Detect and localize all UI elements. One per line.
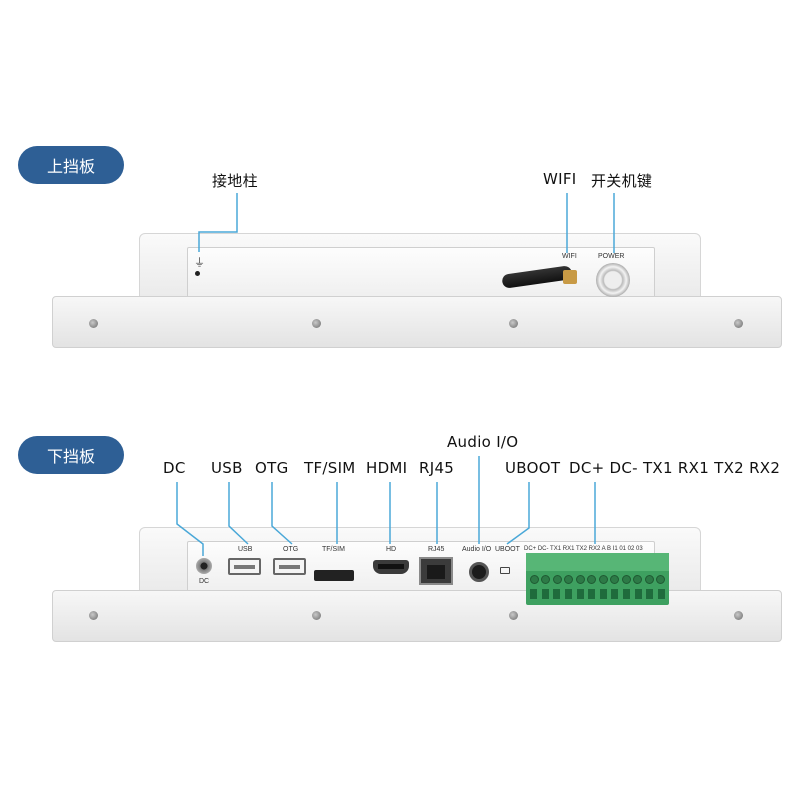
tf-sim-slot[interactable] bbox=[314, 570, 354, 581]
power-button[interactable] bbox=[596, 263, 630, 297]
section-label-bottom-panel: 下挡板 bbox=[18, 436, 124, 474]
line-dc bbox=[176, 482, 204, 556]
screw bbox=[89, 319, 98, 328]
line-uboot bbox=[506, 482, 530, 545]
screw bbox=[509, 319, 518, 328]
screw bbox=[734, 319, 743, 328]
callout-usb: USB bbox=[211, 459, 243, 477]
port-label-uboot: UBOOT bbox=[495, 546, 520, 553]
screw bbox=[734, 611, 743, 620]
port-label-wifi: WIFI bbox=[562, 253, 577, 260]
port-label-otg: OTG bbox=[283, 546, 299, 553]
port-label-tfsim: TF/SIM bbox=[322, 546, 345, 553]
callout-hdmi: HDMI bbox=[366, 459, 408, 477]
screw bbox=[312, 611, 321, 620]
wifi-antenna-connector bbox=[563, 270, 577, 284]
callout-ground: 接地柱 bbox=[212, 172, 258, 190]
port-label-dc: DC bbox=[199, 578, 210, 585]
usb-port[interactable] bbox=[228, 558, 261, 575]
port-label-hd: HD bbox=[386, 546, 397, 553]
line-ground bbox=[198, 193, 238, 252]
ground-icon: ⏚ bbox=[194, 256, 205, 269]
callout-tfsim: TF/SIM bbox=[304, 459, 356, 477]
terminal-screws bbox=[530, 575, 665, 584]
callout-uboot: UBOOT bbox=[505, 459, 561, 477]
screw bbox=[312, 319, 321, 328]
port-label-power: POWER bbox=[598, 253, 625, 260]
callout-terminal: DC+ DC- TX1 RX1 TX2 RX2 bbox=[569, 459, 781, 477]
uboot-button[interactable] bbox=[500, 567, 510, 574]
callout-audio: Audio I/O bbox=[447, 433, 519, 451]
callout-wifi: WIFI bbox=[543, 170, 577, 188]
callout-power-key: 开关机键 bbox=[591, 172, 653, 190]
top-panel-front bbox=[52, 296, 782, 348]
port-label-rj45: RJ45 bbox=[428, 546, 445, 553]
dc-jack[interactable] bbox=[196, 558, 212, 574]
hdmi-port[interactable] bbox=[373, 560, 409, 574]
line-otg bbox=[271, 482, 293, 545]
ground-post bbox=[195, 271, 200, 276]
port-label-usb: USB bbox=[238, 546, 253, 553]
section-label-top-panel: 上挡板 bbox=[18, 146, 124, 184]
terminal-block[interactable] bbox=[526, 553, 669, 605]
port-label-audio: Audio I/O bbox=[462, 546, 492, 553]
line-usb bbox=[228, 482, 249, 545]
top-panel-strip bbox=[187, 247, 655, 299]
callout-dc: DC bbox=[163, 459, 186, 477]
screw bbox=[89, 611, 98, 620]
rj45-port[interactable] bbox=[419, 557, 453, 585]
port-label-terminal: DC+ DC- TX1 RX1 TX2 RX2 A B I1 01 02 03 bbox=[524, 546, 643, 552]
audio-jack[interactable] bbox=[469, 562, 489, 582]
terminal-holes bbox=[530, 589, 665, 599]
callout-otg: OTG bbox=[255, 459, 289, 477]
callout-rj45: RJ45 bbox=[419, 459, 455, 477]
terminal-block-top bbox=[526, 553, 669, 571]
screw bbox=[509, 611, 518, 620]
otg-port[interactable] bbox=[273, 558, 306, 575]
